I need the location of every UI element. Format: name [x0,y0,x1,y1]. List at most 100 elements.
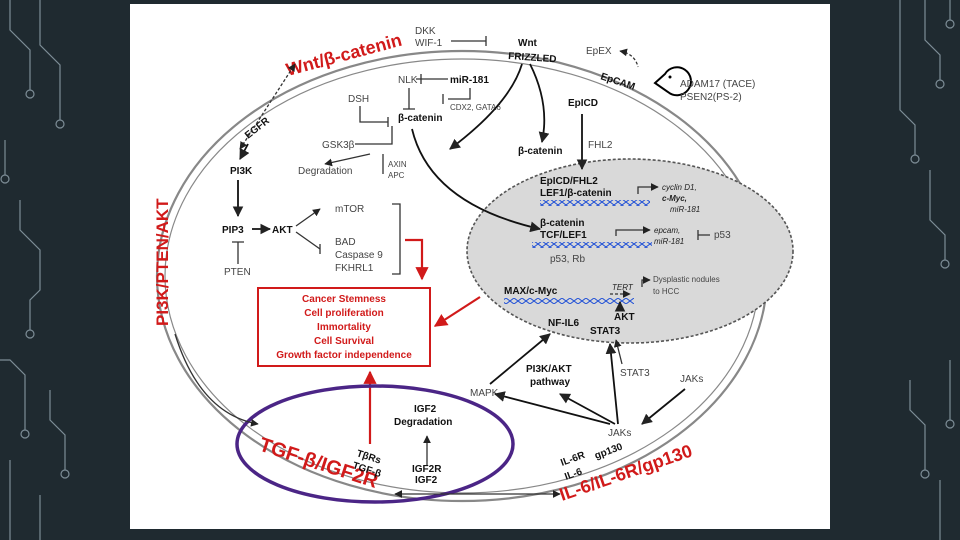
epicd-fhl2-label: EpICD/FHL2 [540,176,598,187]
bcatenin-label: β-catenin [398,113,442,124]
epcam-label: EpCAM [599,71,636,92]
stat3-label: STAT3 [620,368,650,379]
frizzled-label: FRIZZLED [508,51,557,65]
nlk-inhibit-line [403,88,415,110]
fhl2-label: FHL2 [588,140,613,151]
circuit-decoration-right [899,0,955,540]
akt-to-mtor-arrow [295,208,321,227]
jaks1-to-jaks2-arrow [641,388,686,425]
akt-to-bad-line [295,231,321,250]
gsk3b-line [355,126,393,145]
tert-label: TERT [612,283,634,292]
egfr-dashed-arrow [239,63,296,150]
gp130-label: gp130 [593,441,624,461]
wif1-label: WIF-1 [415,38,443,49]
dna-strand-1 [540,200,650,206]
bcatenin-to-nucleus-arrow [411,128,542,233]
outcome-4: Cell Survival [314,336,374,347]
igf2-small-label: IGF2 [415,475,438,486]
mir181-label: miR-181 [450,75,489,86]
outcome-2: Cell proliferation [304,308,383,319]
degradation-label: Degradation [298,166,352,177]
igf2-label: IGF2 [414,404,437,415]
epcam-target-arrow [615,226,651,236]
to-hcc-label: to HCC [653,287,679,296]
stat3-up-arrow [613,339,623,365]
circuit-decoration-left [0,0,70,540]
protease-eye-icon [668,75,672,79]
epcam-target-label: epcam, [654,226,680,235]
mapk-label: MAPK [470,388,499,399]
targets-to-outcomes-arrow [405,238,429,281]
jaks-to-stat3-arrow [605,342,619,425]
mir181-target-label: miR-181 [670,205,700,214]
cyclin-arrow [637,183,659,194]
degradation-tgf-label: Degradation [394,417,452,428]
diagram-panel: Wnt/β-catenin PI3K/PTEN/AKT TGF-β/IGF2R … [130,4,830,529]
dsh-label: DSH [348,94,369,105]
signaling-pathway-diagram: Wnt/β-catenin PI3K/PTEN/AKT TGF-β/IGF2R … [153,26,794,505]
jaks1-label: JAKs [680,374,703,385]
gsk3b-label: GSK3β [322,140,355,151]
akt-targets-bracket [392,203,401,275]
bcatenin-nuc-label: β-catenin [540,218,584,229]
pi3k-akt-label: PI3K/AKT [526,364,572,375]
wnt-to-bcatenin2-arrow [529,63,550,144]
p53-inhibit-line [697,230,710,240]
mir181-line [442,88,471,104]
mapk-to-nfil6-arrow [489,333,551,385]
pathway-label: pathway [530,377,570,388]
dkk-label: DKK [415,26,436,37]
jaks2-label: JAKs [608,428,631,439]
axin-label: AXIN [388,160,407,169]
lef1-bcatenin-label: LEF1/β-catenin [540,188,612,199]
p53-rb-label: p53, Rb [550,254,585,265]
pten-inhibit-line [232,241,244,264]
tgf-highlight-ring [235,384,515,504]
cdx2-label: CDX2, GATA6 [450,103,501,112]
akt-nuc-label: AKT [614,312,635,323]
epex-label: EpEX [586,46,612,57]
nucleus-to-outcomes-arrow [433,296,481,327]
akt-label: AKT [272,225,293,236]
jaks-to-pi3k-arrow [559,393,616,425]
bad-label: BAD [335,237,356,248]
apc-label: APC [388,171,405,180]
jaks-to-mapk-arrow [493,391,611,425]
mtor-label: mTOR [335,204,364,215]
bcatenin2-label: β-catenin [518,146,562,157]
wnt-label: Wnt [518,38,538,49]
pi3k-to-tgf-arrow [174,333,259,427]
dkk-inhibit-line [451,36,487,46]
max-cmyc-label: MAX/c-Myc [504,286,558,297]
fkhrl1-label: FKHRL1 [335,263,374,274]
egfr-to-pi3k-arrow [239,143,250,160]
outcome-5: Growth factor independence [276,350,412,361]
tcf-lef1-label: TCF/LEF1 [540,230,587,241]
dsh-line [359,106,389,127]
caspase9-label: Caspase 9 [335,250,383,261]
pi3k-pathway-title: PI3K/PTEN/AKT [153,198,172,326]
psen2-label: PSEN2(PS-2) [680,92,742,103]
pacman-protease-icon [653,66,692,97]
cyclin-label: cyclin D1, [662,183,697,192]
p53-label: p53 [714,230,731,241]
outcome-3: Immortality [317,322,371,333]
degradation-arrow [324,153,371,167]
nlk-label: NLK [398,75,418,86]
epex-arrow [619,48,639,68]
pi3k-label: PI3K [230,166,253,177]
epicd-label: EpICD [568,98,598,109]
pten-label: PTEN [224,267,251,278]
cmyc-label: c-Myc, [662,194,687,203]
igf2r-label: IGF2R [412,464,442,475]
outcome-box [257,287,431,367]
dna-strand-3 [504,298,634,304]
adam17-label: ADAM17 (TACE) [680,79,755,90]
dysplastic-label: Dysplastic nodules [653,275,720,284]
outcome-1: Cancer Stemness [302,294,386,305]
il6r-label: IL-6R [559,450,587,469]
wnt-to-bcatenin-arrow [449,63,523,150]
nf-il6-label: NF-IL6 [548,318,580,329]
